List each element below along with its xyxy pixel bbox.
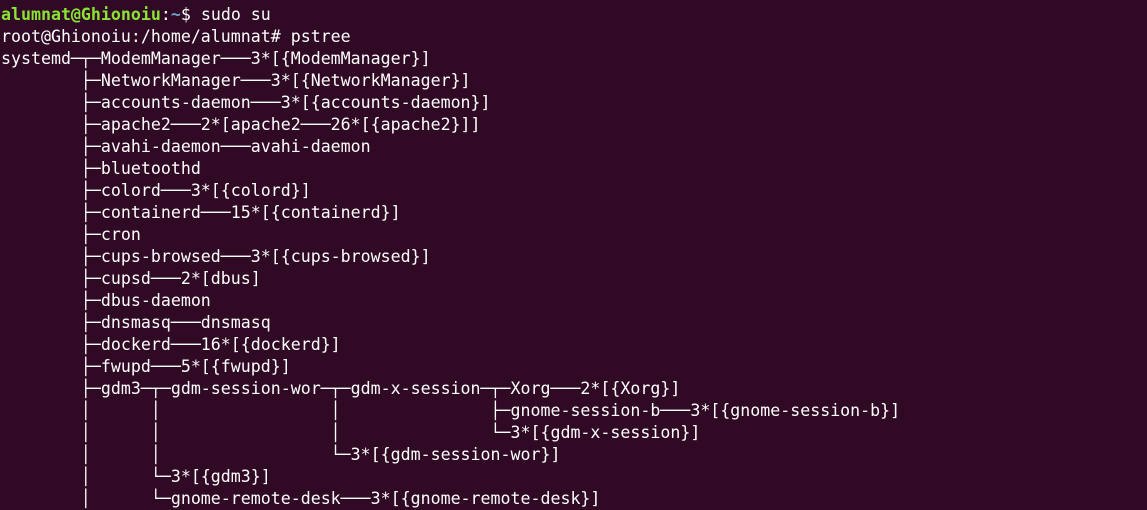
tree-line: ├─apache2───2*[apache2───26*[{apache2}]]: [1, 115, 481, 134]
tree-line: ├─bluetoothd: [1, 159, 201, 178]
tree-line-partial: │ └─gnome-remote-desk───3*[{gnome-remote…: [1, 489, 601, 508]
tree-line: ├─cups-browsed───3*[{cups-browsed}]: [1, 247, 431, 266]
tree-line: │ │ │ ├─gnome-session-b───3*[{gnome-sess…: [1, 401, 901, 420]
prompt-symbol: $: [180, 5, 201, 24]
tree-line: systemd─┬─ModemManager───3*[{ModemManage…: [1, 49, 431, 68]
tree-line: ├─cupsd───2*[dbus]: [1, 269, 261, 288]
prompt-separator: :: [160, 5, 171, 24]
tree-line: ├─dockerd───16*[{dockerd}]: [1, 335, 341, 354]
tree-line: │ │ └─3*[{gdm-session-wor}]: [1, 445, 561, 464]
prompt-line-user: alumnat@Ghionoiu:~$ sudo su: [1, 4, 1147, 26]
tree-line: ├─dnsmasq───dnsmasq: [1, 313, 271, 332]
tree-line: │ └─3*[{gdm3}]: [1, 467, 271, 486]
tree-line: ├─cron: [1, 225, 141, 244]
tree-line: ├─containerd───15*[{containerd}]: [1, 203, 401, 222]
prompt-path: ~: [170, 5, 181, 24]
tree-line: ├─dbus-daemon: [1, 291, 211, 310]
prompt-user-host: alumnat@Ghionoiu: [1, 5, 161, 24]
prompt-command: sudo su: [200, 5, 271, 24]
tree-line: ├─avahi-daemon───avahi-daemon: [1, 137, 371, 156]
tree-line: ├─NetworkManager───3*[{NetworkManager}]: [1, 71, 471, 90]
prompt-line-root: root@Ghionoiu:/home/alumnat# pstree: [1, 27, 351, 46]
tree-line: │ │ │ └─3*[{gdm-x-session}]: [1, 423, 701, 442]
tree-line: ├─colord───3*[{colord}]: [1, 181, 311, 200]
tree-line: ├─fwupd───5*[{fwupd}]: [1, 357, 291, 376]
tree-line: ├─accounts-daemon───3*[{accounts-daemon}…: [1, 93, 491, 112]
tree-line: ├─gdm3─┬─gdm-session-wor─┬─gdm-x-session…: [1, 379, 681, 398]
